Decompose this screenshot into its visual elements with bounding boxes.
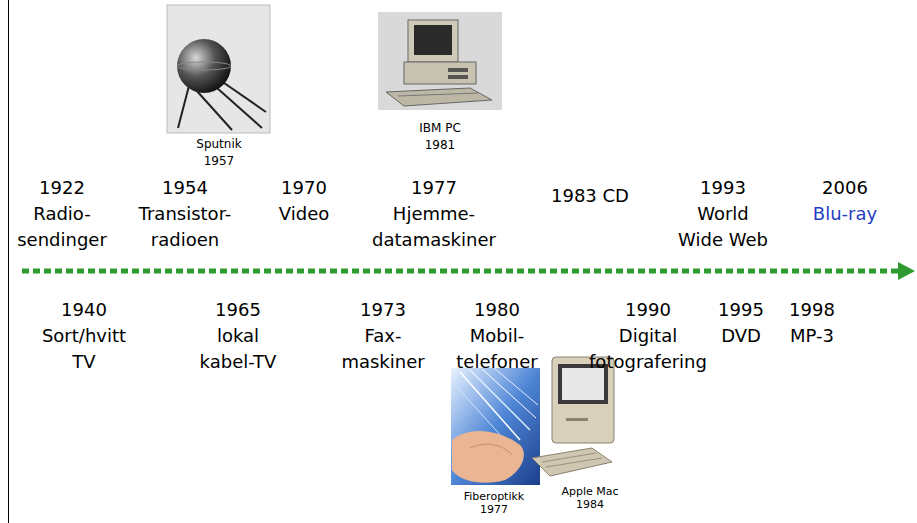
timeline-event: 1970 Video xyxy=(279,175,329,227)
timeline-event: 1980 Mobil- telefoner xyxy=(456,297,537,375)
photo-caption: Sputnik 1957 xyxy=(196,136,241,171)
timeline-event: 1973 Fax- maskiner xyxy=(341,297,424,375)
apple-mac-photo xyxy=(532,357,614,476)
timeline-event: 1922 Radio- sendinger xyxy=(17,175,107,253)
timeline-event: 1940 Sort/hvitt TV xyxy=(42,297,126,375)
timeline-event: 1983 CD xyxy=(551,183,629,209)
timeline-event: 1965 lokal kabel-TV xyxy=(200,297,277,375)
timeline-event: 1995 DVD xyxy=(718,297,764,349)
photo-caption: Apple Mac 1984 xyxy=(561,485,618,511)
left-border xyxy=(8,0,9,523)
timeline-event: 1990 Digital fotografering xyxy=(589,297,707,375)
timeline-event: 1954 Transistor- radioen xyxy=(139,175,232,253)
timeline-arrowhead xyxy=(898,262,915,280)
sputnik-photo xyxy=(167,5,270,133)
timeline-event: Blu-ray xyxy=(813,201,877,227)
timeline-event: 1977 Hjemme- datamaskiner xyxy=(372,175,496,253)
timeline-year: 2006 xyxy=(822,175,868,201)
timeline-event: 1998 MP-3 xyxy=(789,297,835,349)
timeline-axis xyxy=(22,269,899,274)
ibm-pc-photo xyxy=(378,12,502,110)
photo-caption: IBM PC 1981 xyxy=(419,120,461,155)
fiber-optic-photo xyxy=(451,368,540,485)
photo-caption: Fiberoptikk 1977 xyxy=(464,490,524,516)
timeline-event: 1993 World Wide Web xyxy=(678,175,768,253)
